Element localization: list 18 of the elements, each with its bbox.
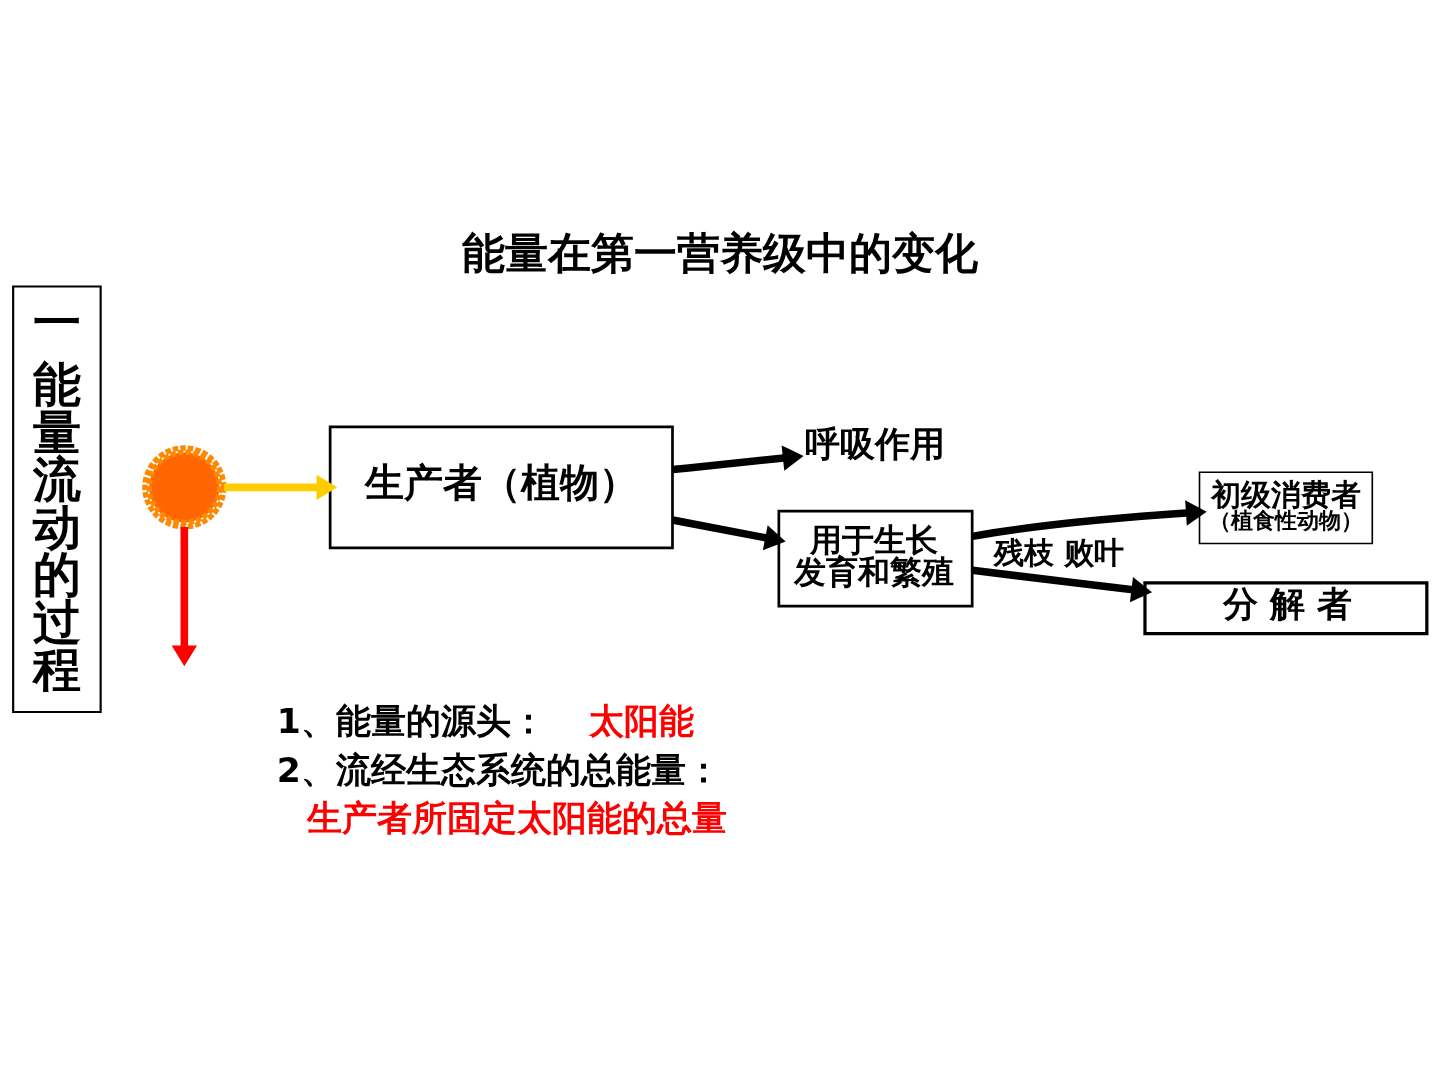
node-text: 呼吸作用 xyxy=(805,424,946,465)
diagram-title: 能量在第一营养级中的变化 xyxy=(461,228,978,279)
node-box: 一 能量流动的过程 xyxy=(12,285,102,714)
node-box: 初级消费者 （植食性动物） xyxy=(1198,471,1374,545)
arrow xyxy=(171,526,198,667)
label: 太阳能 xyxy=(588,701,694,742)
arrow xyxy=(971,566,1153,603)
label: 2、流经生态系统的总能量： xyxy=(276,749,721,790)
node-sun xyxy=(142,445,227,530)
node-box: 用于生长发育和繁殖 xyxy=(777,509,974,608)
label: 1、能量的源头： xyxy=(276,701,546,742)
edge-label: 残枝 败叶 xyxy=(993,535,1125,571)
arrow xyxy=(672,445,804,474)
arrow xyxy=(971,500,1207,541)
label: 生产者所固定太阳能的总量 xyxy=(306,798,727,839)
node-box: 生产者（植物） xyxy=(328,425,674,550)
node-box: 分 解 者 xyxy=(1143,581,1429,636)
arrow xyxy=(671,516,786,551)
